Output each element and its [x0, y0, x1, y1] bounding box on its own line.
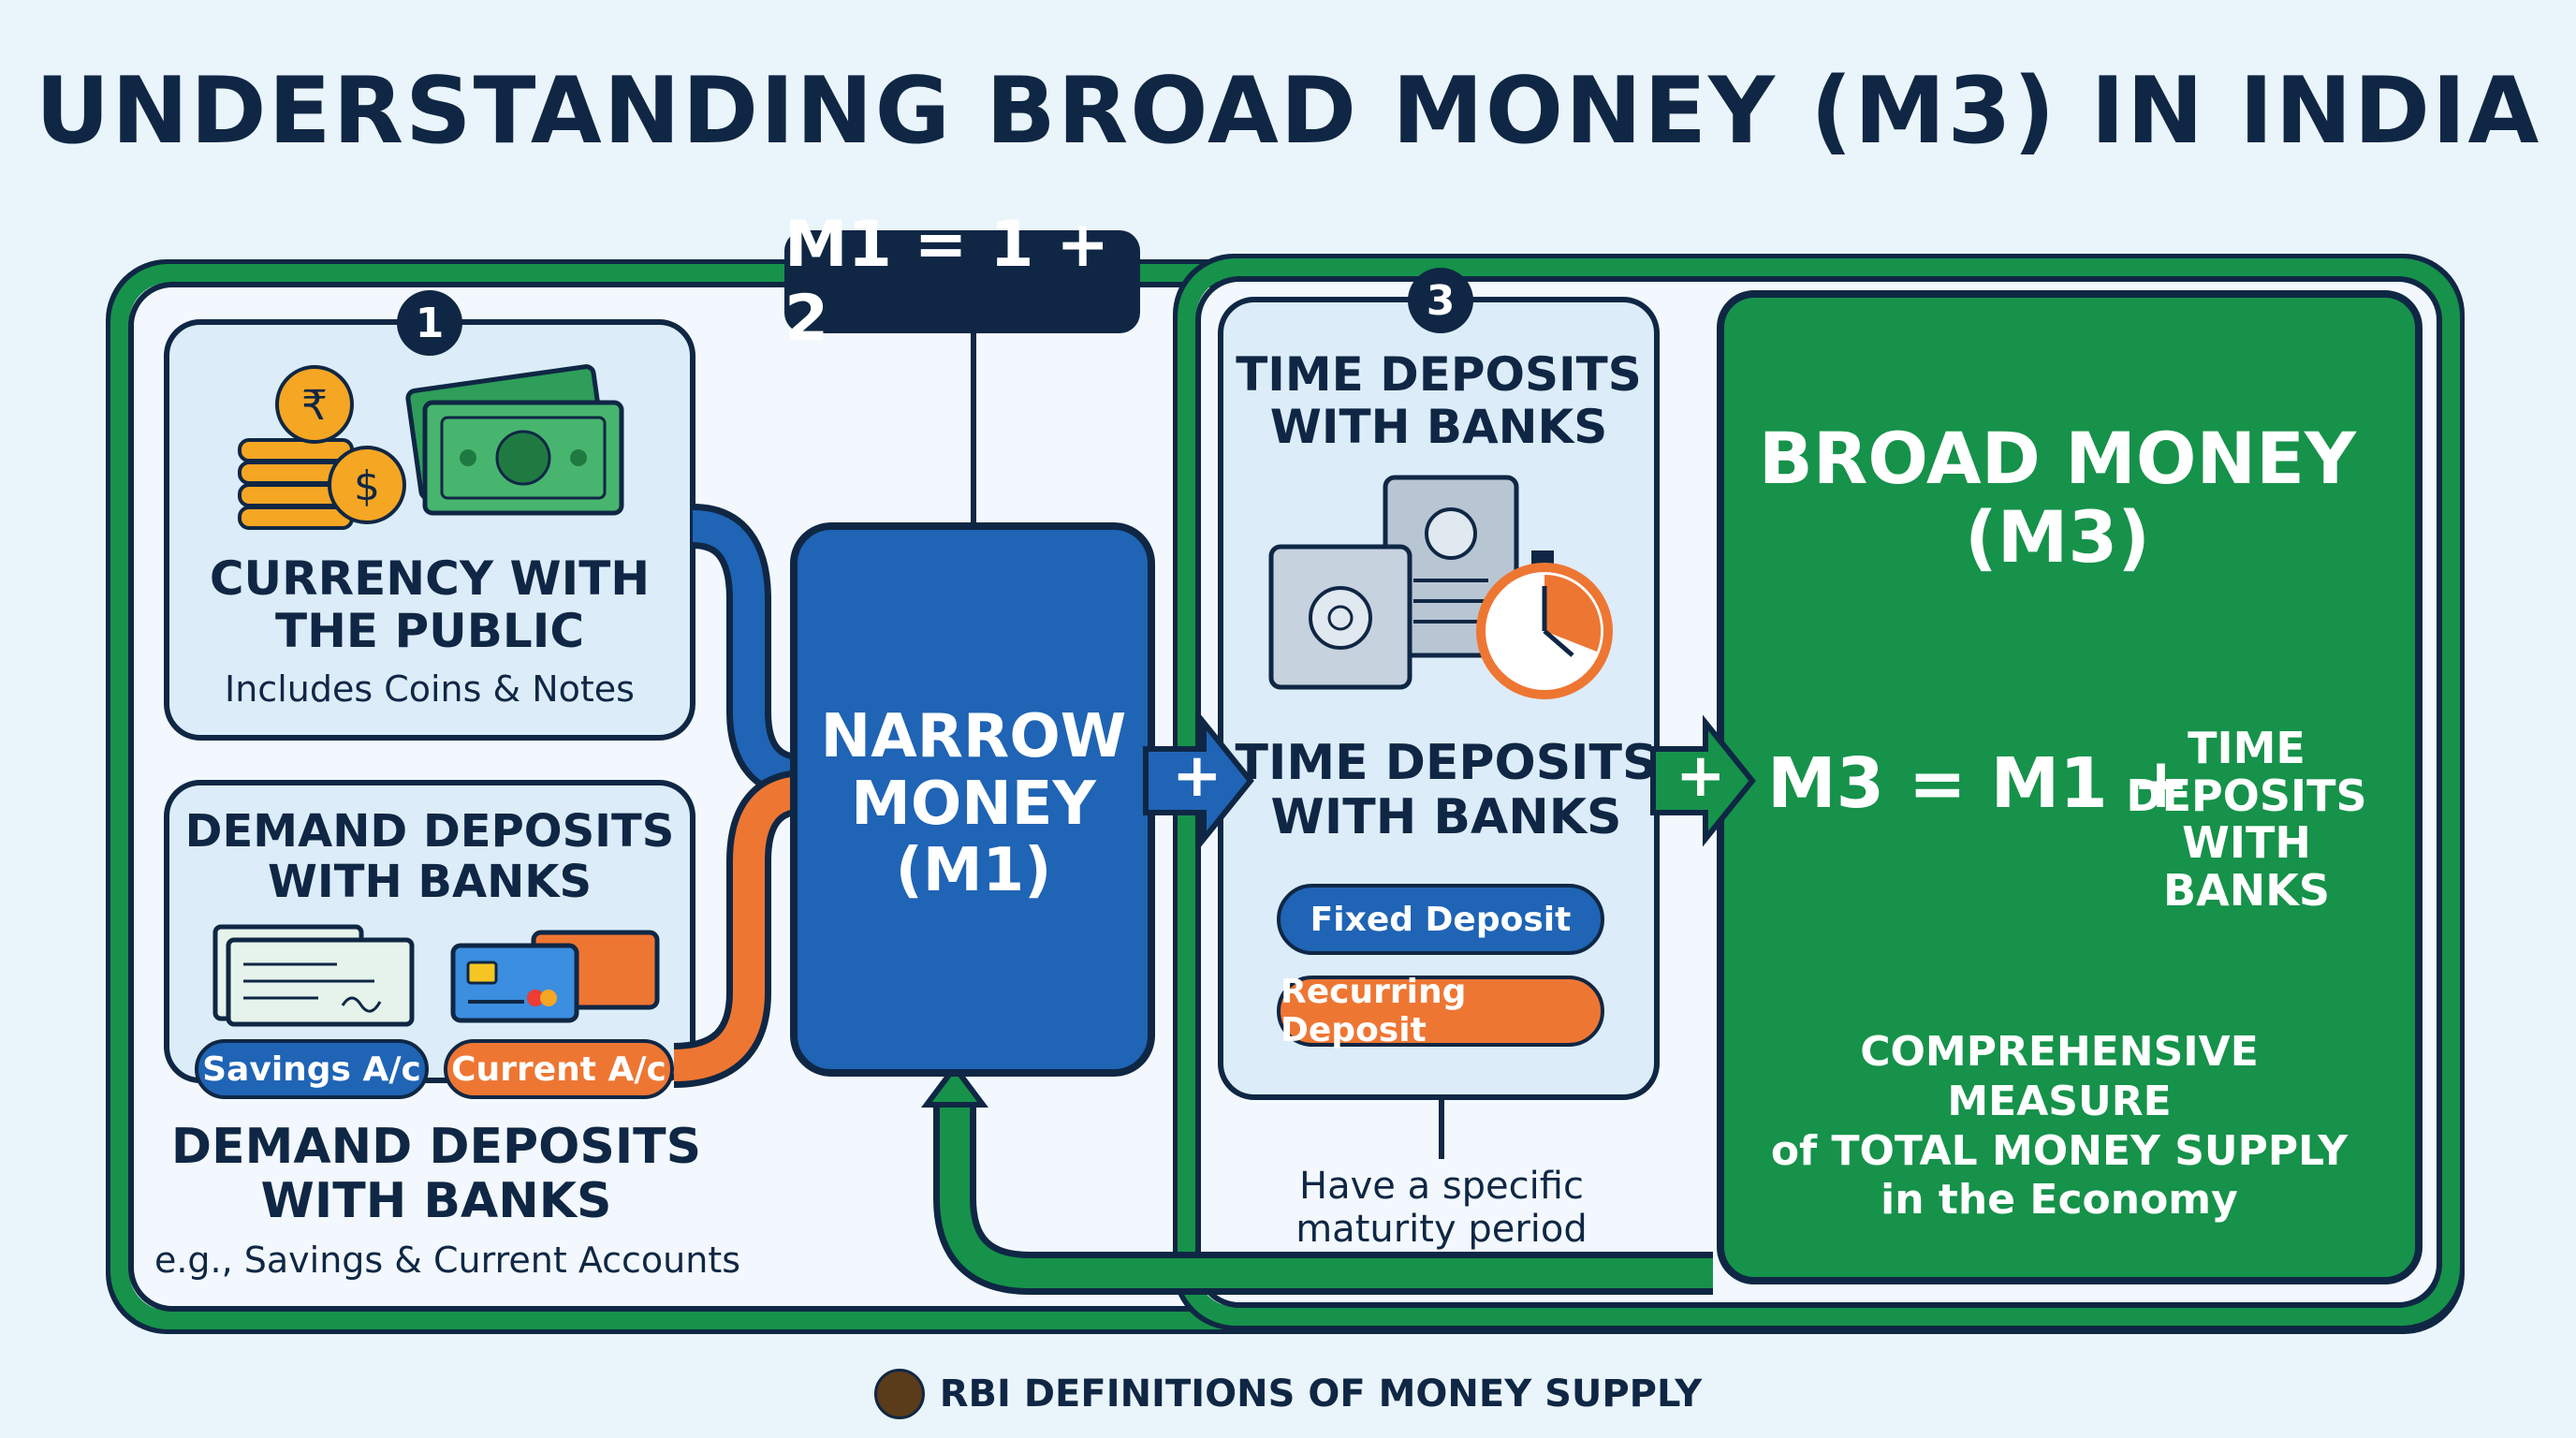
- narrow-money-label: NARROW MONEY (M1): [820, 702, 1127, 906]
- demand-deposit-caption: DEMAND DEPOSITS WITH BANKS: [170, 1119, 702, 1230]
- time-deposit-heading: TIME DEPOSITS WITH BANKS: [1236, 347, 1642, 454]
- plus-sign-2: +: [1676, 741, 1726, 811]
- plus-sign-1: +: [1172, 741, 1222, 811]
- savings-account-pill: Savings A/c: [195, 1039, 429, 1099]
- step-number-1: 1: [397, 290, 462, 356]
- step-number-3: 3: [1408, 268, 1473, 333]
- footer-text: RBI DEFINITIONS OF MONEY SUPPLY: [939, 1372, 1703, 1416]
- demand-deposit-heading: DEMAND DEPOSITS WITH BANKS: [184, 805, 675, 908]
- recurring-deposit-pill: Recurring Deposit: [1277, 973, 1604, 1049]
- footer: RBI DEFINITIONS OF MONEY SUPPLY: [0, 1369, 2576, 1419]
- currency-subtext: Includes Coins & Notes: [225, 668, 635, 710]
- m3-formula-time-deposits: TIME DEPOSITS WITH BANKS: [2126, 723, 2367, 916]
- broad-money-title: BROAD MONEY (M3): [1758, 417, 2357, 579]
- m1-formula-badge: M1 = 1 + 2: [784, 208, 1140, 356]
- rbi-emblem-icon: [873, 1369, 925, 1419]
- svg-text:₹: ₹: [301, 382, 328, 430]
- m3-formula: M3 = M1 +: [1767, 743, 2190, 824]
- time-deposit-subheading: TIME DEPOSITS WITH BANKS: [1235, 735, 1658, 846]
- fixed-deposit-pill: Fixed Deposit: [1277, 884, 1604, 955]
- plus-arrow-2: [1650, 714, 1756, 847]
- banknote-icon: [405, 364, 624, 516]
- credit-card-icon: [450, 930, 660, 1023]
- svg-text:$: $: [354, 462, 380, 510]
- plus-arrow-1: [1143, 714, 1254, 847]
- cheque-icon: [212, 924, 415, 1027]
- m3-description: COMPREHENSIVE MEASURE of TOTAL MONEY SUP…: [1770, 1028, 2349, 1225]
- stopwatch-icon: [1476, 550, 1613, 699]
- demand-deposit-example: e.g., Savings & Current Accounts: [154, 1240, 741, 1281]
- coins-icon: ₹ $: [238, 365, 406, 530]
- current-account-pill: Current A/c: [444, 1039, 674, 1099]
- page-title: UNDERSTANDING BROAD MONEY (M3) IN INDIA: [35, 58, 2541, 165]
- currency-heading: CURRENCY WITH THE PUBLIC: [209, 551, 651, 658]
- maturity-note: Have a specific maturity period: [1295, 1165, 1588, 1251]
